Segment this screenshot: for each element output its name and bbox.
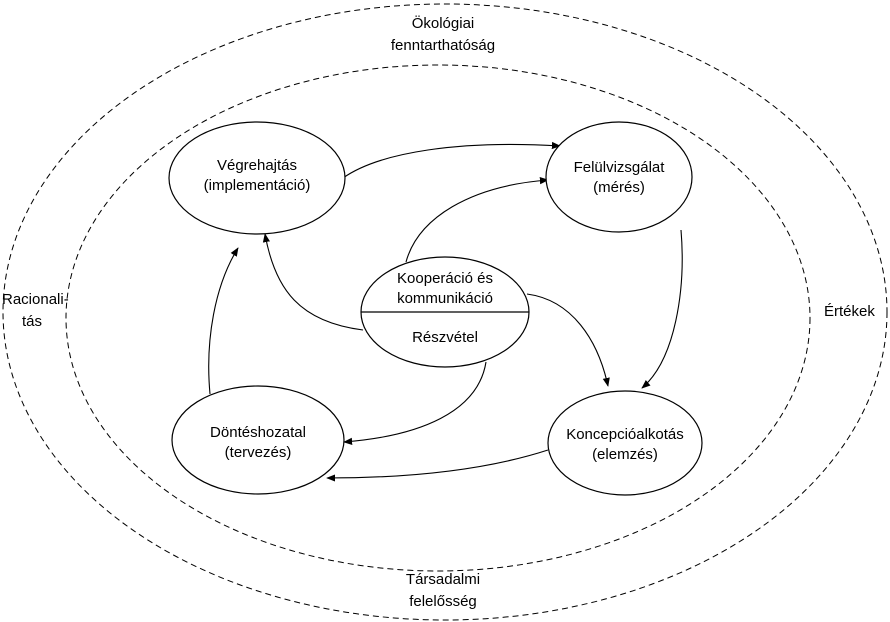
node-center: Kooperáció és kommunikáció Részvétel xyxy=(360,256,530,368)
center-cooperation-line1: Kooperáció és xyxy=(397,270,493,287)
arrow-donteshozatal-to-vegrehajtas xyxy=(208,247,239,395)
arrow-center-to-felulvizsgalat xyxy=(405,177,549,263)
node-donteshozatal: Döntéshozatal (tervezés) xyxy=(171,385,345,495)
arrow-felulvizsgalat-to-koncepcio xyxy=(641,229,683,389)
node-koncepcio-subtitle: (elemzés) xyxy=(592,446,658,463)
node-felulvizsgalat-subtitle: (mérés) xyxy=(593,179,645,196)
label-rationality-line2: tás xyxy=(22,313,42,330)
label-social-line2: felelősség xyxy=(409,593,477,610)
center-participation: Részvétel xyxy=(412,329,478,346)
node-felulvizsgalat-title: Felülvizsgálat xyxy=(574,159,666,176)
node-koncepcioalkotas: Koncepcióalkotás (elemzés) xyxy=(547,390,703,496)
node-felulvizsgalat: Felülvizsgálat (mérés) xyxy=(545,121,693,233)
label-ecological-line1: Ökológiai xyxy=(412,14,475,32)
arrow-center-to-koncepcio xyxy=(526,293,610,387)
node-donteshozatal-title: Döntéshozatal xyxy=(210,424,306,441)
node-vegrehajtas: Végrehajtás (implementáció) xyxy=(168,121,346,235)
inner-ring xyxy=(65,64,811,572)
label-ecological-line2: fenntarthatóság xyxy=(391,37,495,54)
center-cooperation-line2: kommunikáció xyxy=(397,290,493,307)
node-vegrehajtas-subtitle: (implementáció) xyxy=(204,177,311,194)
node-koncepcio-title: Koncepcióalkotás xyxy=(566,426,684,443)
arrow-center-to-vegrehajtas xyxy=(262,233,364,331)
outer-ring xyxy=(2,3,888,621)
arrow-center-to-donteshozatal xyxy=(343,361,487,445)
label-social-line1: Társadalmi xyxy=(406,571,480,588)
arrow-vegrehajtas-to-felulvizsgalat xyxy=(342,141,561,179)
node-donteshozatal-subtitle: (tervezés) xyxy=(225,444,292,461)
label-values: Értékek xyxy=(824,303,875,320)
node-vegrehajtas-title: Végrehajtás xyxy=(217,157,297,174)
label-rationality-line1: Racionali- xyxy=(2,291,69,308)
arrow-koncepcio-to-donteshozatal xyxy=(326,449,549,482)
